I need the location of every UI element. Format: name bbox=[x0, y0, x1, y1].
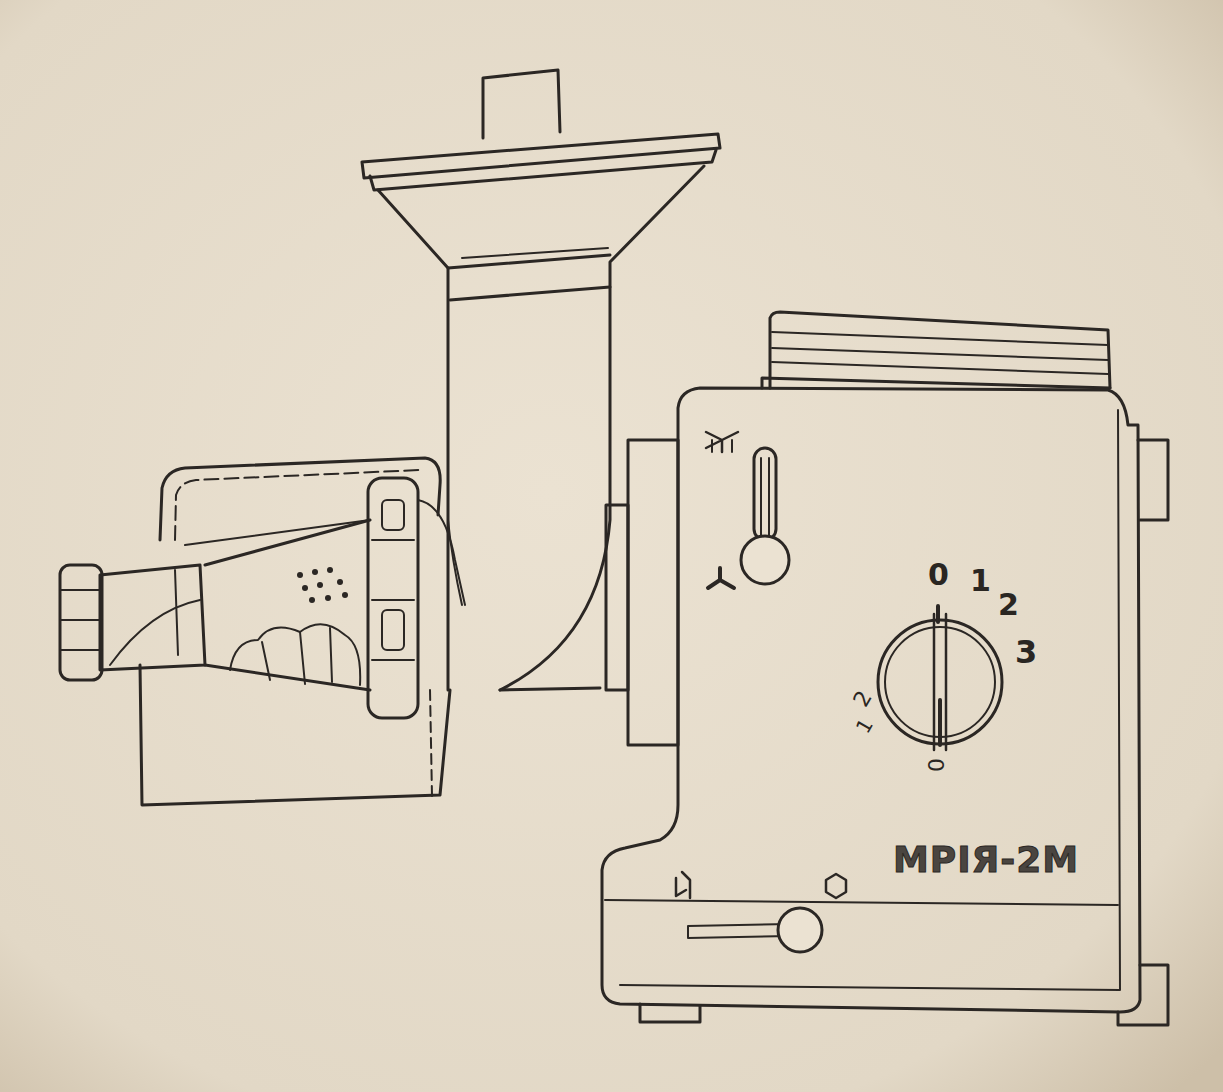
dial-number: 0 bbox=[928, 560, 949, 590]
dial-number: 2 bbox=[998, 590, 1019, 620]
grid-holes bbox=[297, 567, 348, 603]
dial-number: 1 bbox=[970, 566, 991, 596]
dial-number: 0 bbox=[926, 758, 948, 772]
funnel-part bbox=[362, 70, 720, 690]
brand-name: МРІЯ-2М bbox=[893, 842, 1079, 878]
motor-housing bbox=[602, 312, 1168, 1025]
dial-number: 3 bbox=[1015, 636, 1037, 668]
grinder-part bbox=[60, 458, 465, 805]
